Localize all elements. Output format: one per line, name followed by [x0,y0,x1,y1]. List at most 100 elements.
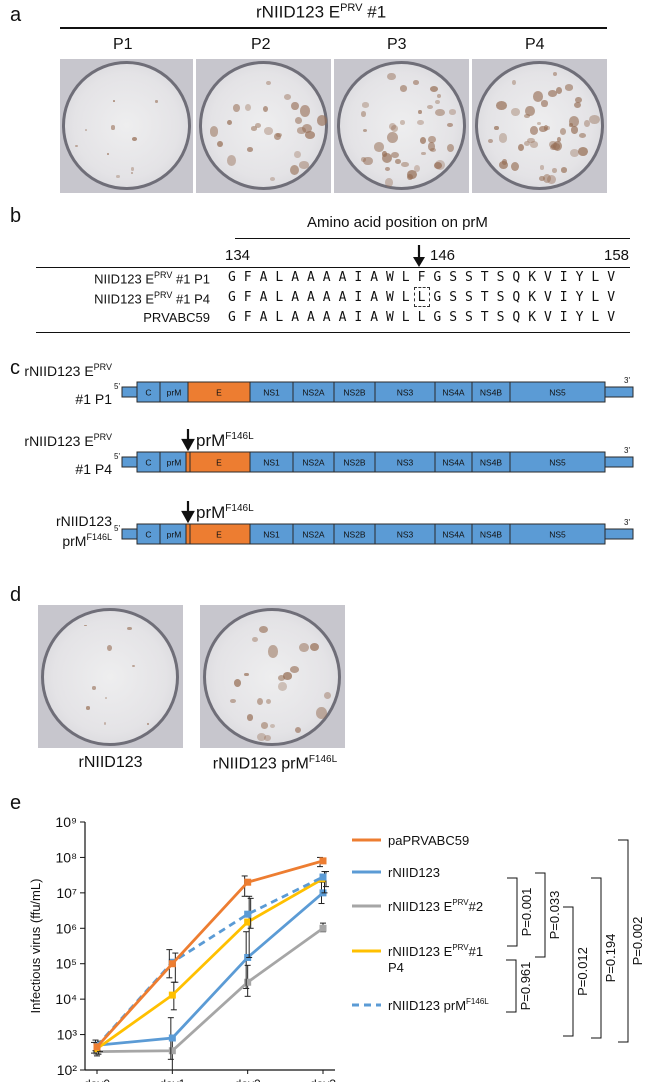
residue: A [291,310,300,325]
plaque-spot [250,126,257,131]
residue: I [559,310,568,325]
y-tick-label: 10⁵ [56,956,77,972]
residue: Y [575,310,584,325]
plaque-spot [112,99,116,102]
plaque-spot [270,176,276,181]
plaque-spot [399,119,406,125]
gene-label: NS1 [263,530,280,540]
plaque-spot [419,137,427,145]
residue: F [243,310,252,325]
panel-a-title-sup: PRV [340,2,363,14]
utr-5-prime [121,456,138,468]
residue: V [607,270,616,285]
pos-158: 158 [604,247,630,264]
plaque-spot [277,675,285,682]
plaque-spot [529,141,539,148]
plaque-spot [384,178,393,187]
residue: Y [575,290,584,305]
plaque-spot [226,154,236,166]
gene-label: NS2A [302,530,325,540]
residue: V [544,310,552,325]
plaque-spot [256,733,267,741]
plaque-spot [363,156,373,166]
three-prime-label: 3' [624,446,630,455]
plaque-spot [262,105,269,113]
residue: L [275,270,284,285]
plaque-spot [246,714,254,721]
gene-label: NS2B [343,530,366,540]
plaque-spot [104,722,107,725]
plaque-spot [529,126,538,135]
residue: G [228,310,236,325]
residue: A [291,270,300,285]
plaque-spot [244,103,252,112]
plaque-spot [578,133,586,139]
residue: L [275,310,284,325]
three-prime-label: 3' [624,518,630,527]
plaque-spot [299,161,310,169]
y-tick-label: 10² [57,1062,78,1078]
gene-label: NS5 [549,530,566,540]
plaque-spot [246,147,253,152]
plaque-spot [385,167,390,171]
residue: L [417,290,426,305]
gene-label: C [145,388,151,398]
utr-5-prime [121,528,138,540]
p-bracket [591,877,602,1039]
plaque-spot [435,99,440,105]
mutation-highlight-box [414,287,430,307]
plaque-spot [297,127,306,134]
plaque-spot [106,152,110,155]
plaque-spot [233,679,241,687]
y-tick-label: 10³ [57,1027,78,1043]
plaque-spot [589,115,600,125]
mutation-label: prMF146L [196,431,254,450]
residue: S [465,310,473,325]
legend-label: rNIID123 EPRV#1 [388,943,483,959]
passage-label-p1: P1 [113,36,133,53]
mutation-label: prMF146L [196,503,254,522]
plaque-spot [417,109,422,115]
plaque-spot [449,109,457,115]
plaque-spot [511,79,517,85]
passage-label-p3: P3 [387,36,407,53]
plaque-spot [387,131,398,143]
plaque-spot [437,93,442,98]
residue: L [591,290,600,305]
seq-label-p4: NIID123 EPRV #1 P4 [45,290,210,306]
plaque-spot [435,108,446,117]
panel-d-letter: d [10,584,22,606]
residue: A [370,290,379,305]
residue: I [354,290,363,305]
series-line [96,927,324,1054]
gene-label: NS4B [480,458,503,468]
plaque-spot [395,158,402,164]
plaque-spot [498,161,508,170]
series-line [95,875,324,1047]
gene-block-ns5 [509,523,606,545]
plaque-spot [273,132,281,140]
residue: T [480,290,489,305]
residue: A [322,270,331,285]
plate-label-prm-sup: F146L [308,754,338,765]
plaque-spot [267,645,279,659]
passage-label-p2: P2 [251,36,271,53]
plaque-spot [428,142,436,151]
plaque-spot [252,636,259,642]
gene-label: NS4A [442,458,465,468]
plaque-spot [569,148,580,158]
plaque-spot [115,174,120,179]
plaque-spot [266,699,272,705]
mutation-site-marker [185,523,191,545]
plaque-spot [155,100,158,103]
plaque-spot [539,126,547,133]
residue: Q [512,290,521,305]
gene-label: NS3 [397,530,414,540]
plaque-spot [360,157,366,163]
gene-label: NS4B [480,530,503,540]
plaque-spot [433,161,442,169]
residue: A [291,290,300,305]
plaque-spot [323,691,331,699]
plaque-spot [540,165,545,170]
